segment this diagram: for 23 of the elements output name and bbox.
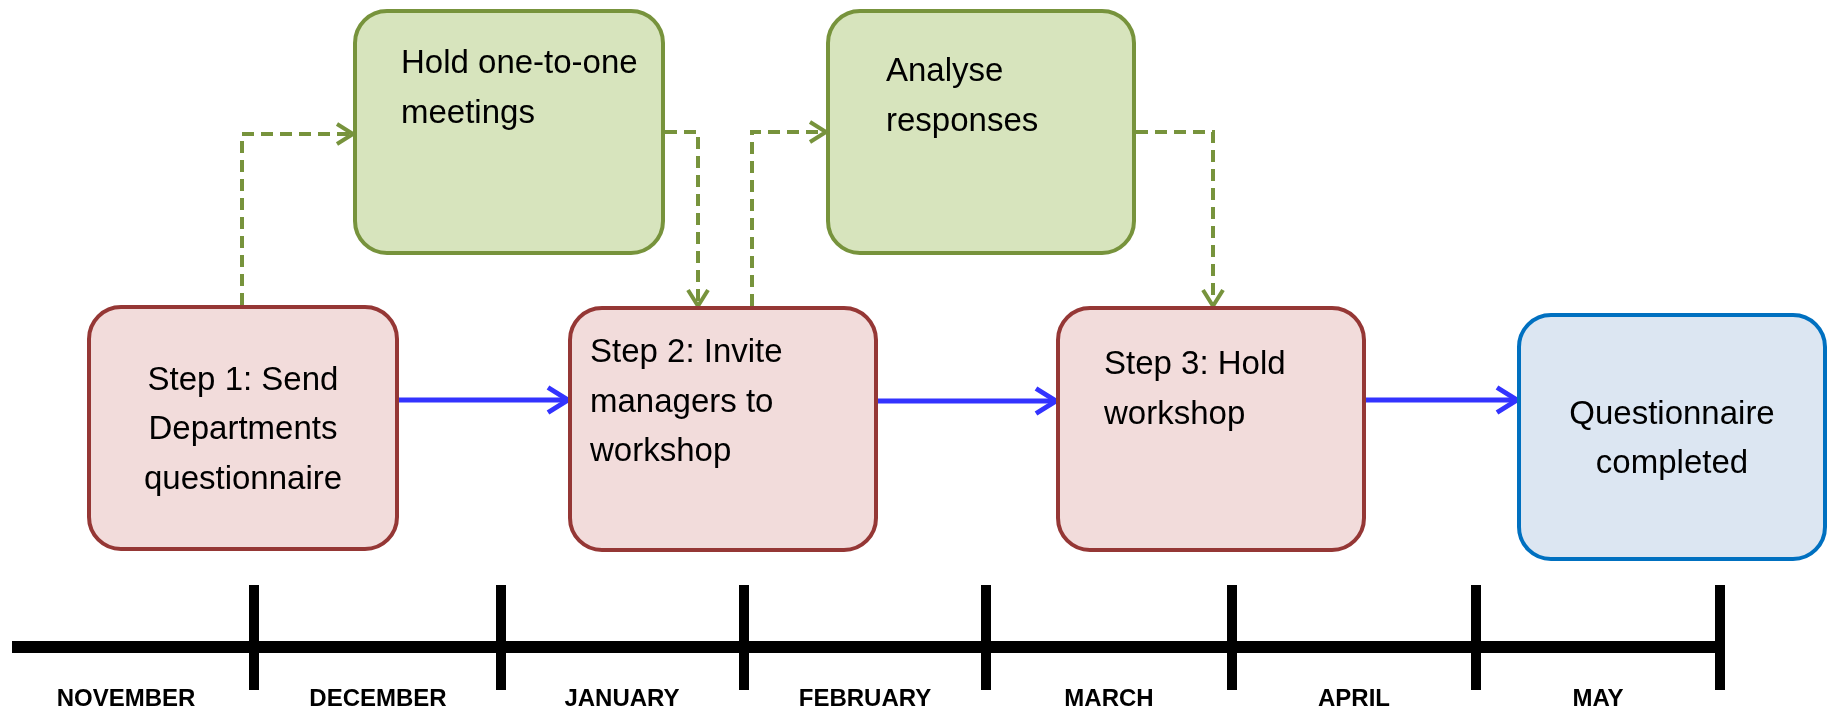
step-box — [1056, 306, 1366, 552]
outcome-box — [1517, 313, 1827, 561]
box-text: Analyse responses — [886, 50, 1040, 140]
month-label: JANUARY — [563, 683, 681, 713]
step-box — [568, 306, 878, 552]
dashed-arrow — [1136, 130, 1225, 308]
box-text: Questionnaire completed — [1568, 392, 1776, 482]
dashed-arrow — [750, 120, 828, 306]
box-text: Step 2: Invite managers to workshop — [590, 331, 784, 470]
month-label: MAY — [1571, 683, 1625, 713]
step-box — [87, 305, 399, 551]
box-text: Step 3: Hold workshop — [1104, 343, 1287, 433]
month-label: NOVEMBER — [55, 683, 197, 713]
month-label: MARCH — [1063, 683, 1155, 713]
dashed-arrow — [240, 122, 355, 305]
dashed-arrow — [665, 130, 710, 308]
month-label: APRIL — [1317, 683, 1391, 713]
activity-box — [826, 9, 1136, 255]
box-text: Hold one-to-one meetings — [401, 42, 639, 132]
month-label: DECEMBER — [308, 683, 448, 713]
activity-box — [353, 9, 665, 255]
box-text: Step 1: Send Departments questionnaire — [142, 358, 344, 498]
month-label: FEBRUARY — [797, 683, 933, 713]
